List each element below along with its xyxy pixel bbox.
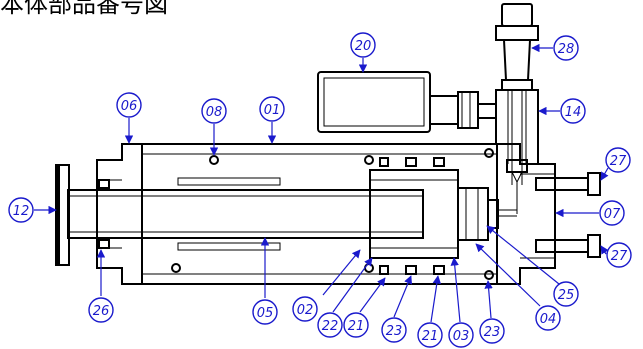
label-21-right: 21: [417, 322, 443, 348]
svg-text:27: 27: [611, 249, 628, 264]
svg-text:22: 22: [322, 319, 339, 334]
svg-text:20: 20: [355, 39, 372, 54]
svg-text:06: 06: [121, 99, 138, 114]
label-20: 20: [350, 32, 376, 58]
svg-text:21: 21: [348, 319, 365, 334]
svg-text:21: 21: [422, 329, 439, 344]
svg-text:25: 25: [558, 288, 575, 303]
label-26: 26: [88, 297, 114, 323]
label-08: 08: [201, 98, 227, 124]
svg-text:08: 08: [206, 105, 223, 120]
svg-text:03: 03: [453, 329, 470, 344]
label-05: 05: [252, 299, 278, 325]
label-23-right: 23: [479, 318, 505, 344]
piston-nut: [457, 187, 489, 241]
label-04: 04: [535, 305, 561, 331]
label-27-top: 27: [605, 147, 631, 173]
leader-lines: [34, 43, 609, 323]
svg-text:05: 05: [257, 306, 274, 321]
tie-bolt-bottom: [535, 239, 589, 253]
svg-text:27: 27: [610, 154, 627, 169]
assembly-geometry: [55, 3, 601, 285]
label-25: 25: [553, 281, 579, 307]
svg-text:04: 04: [540, 312, 557, 327]
o-ring-bottom: [171, 263, 181, 273]
svg-text:23: 23: [484, 325, 501, 340]
diagram-title: 本体部品番号図: [0, 0, 168, 18]
label-27-bottom: 27: [606, 242, 632, 268]
svg-text:14: 14: [565, 105, 582, 120]
svg-text:28: 28: [558, 42, 575, 57]
part-labels: 20 28 06 08 01 14 27 12 07 27 25 26 05 0…: [8, 32, 632, 348]
svg-text:02: 02: [297, 303, 314, 318]
svg-text:12: 12: [13, 204, 30, 219]
quick-coupler: [501, 3, 533, 27]
pressure-gauge: [317, 71, 431, 133]
label-02: 02: [292, 296, 318, 322]
label-03: 03: [448, 322, 474, 348]
label-07: 07: [599, 200, 625, 226]
front-cover: [96, 143, 143, 285]
piston: [369, 169, 459, 259]
svg-text:23: 23: [386, 324, 403, 339]
gauge-fitting: [457, 91, 479, 129]
label-06: 06: [116, 92, 142, 118]
label-28: 28: [553, 35, 579, 61]
o-ring-top: [209, 155, 219, 165]
label-22: 22: [317, 312, 343, 338]
svg-text:07: 07: [604, 207, 621, 222]
label-23-left: 23: [381, 317, 407, 343]
tie-bolt-top: [535, 177, 589, 191]
label-14: 14: [560, 98, 586, 124]
label-21-left: 21: [343, 312, 369, 338]
label-12: 12: [8, 197, 34, 223]
svg-text:26: 26: [93, 304, 110, 319]
svg-text:01: 01: [264, 103, 281, 118]
valve-block: [495, 89, 539, 165]
label-01: 01: [259, 96, 285, 122]
